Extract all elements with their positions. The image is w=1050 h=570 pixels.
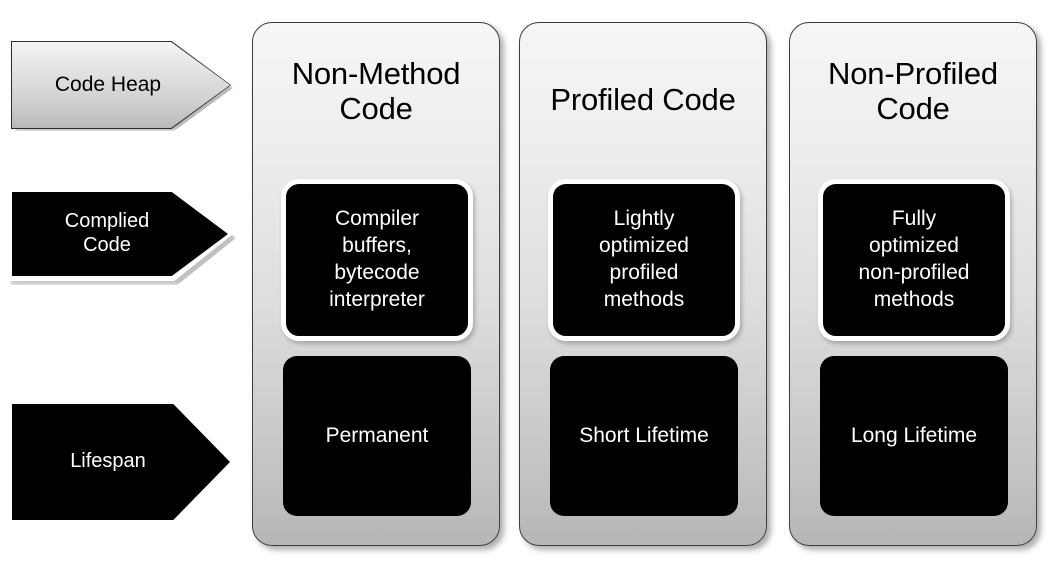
column-non-method-code: Non-Method Code Compiler buffers, byteco…	[252, 22, 500, 546]
column-non-profiled-code: Non-Profiled Code Fully optimized non-pr…	[789, 22, 1037, 546]
column-title-profiled-code: Profiled Code	[550, 82, 736, 117]
row-label-complied-code: Complied Code	[7, 187, 236, 285]
row-label-complied-code-text: Complied Code	[64, 210, 150, 256]
card-lifespan-non-profiled: Long Lifetime	[820, 356, 1008, 516]
column-profiled-code: Profiled Code Lightly optimized profiled…	[519, 22, 767, 546]
card-compiled-code-profiled: Lightly optimized profiled methods	[548, 179, 740, 341]
row-label-lifespan: Lifespan	[12, 404, 230, 520]
column-title-non-method-code: Non-Method Code	[291, 56, 461, 126]
row-label-lifespan-text: Lifespan	[70, 450, 146, 473]
card-compiled-code-non-profiled: Fully optimized non-profiled methods	[818, 179, 1010, 341]
column-title-non-profiled-code: Non-Profiled Code	[828, 56, 998, 126]
row-label-code-heap-text: Code Heap	[54, 72, 162, 96]
card-lifespan-profiled: Short Lifetime	[550, 356, 738, 516]
card-lifespan-non-method: Permanent	[283, 356, 471, 516]
row-label-code-heap: Code Heap	[11, 41, 233, 131]
card-compiled-code-non-method: Compiler buffers, bytecode interpreter	[281, 179, 473, 341]
